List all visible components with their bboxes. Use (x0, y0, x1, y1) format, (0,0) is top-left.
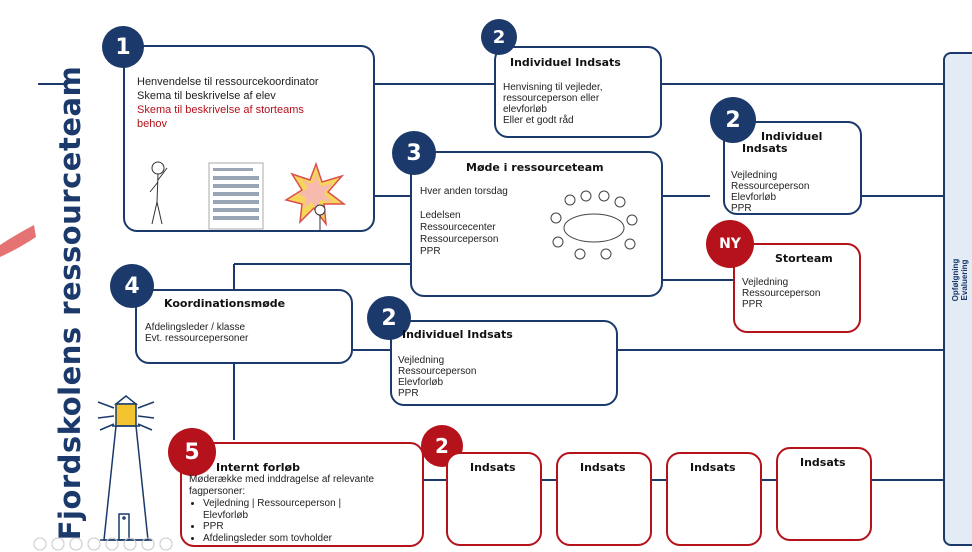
box2b-line-3: Elevforløb (731, 192, 777, 203)
box2a-line-4: Eller et godt råd (503, 115, 574, 126)
grid-icon (87, 537, 101, 551)
next-slide-icon (51, 537, 65, 551)
more-icon (159, 537, 173, 551)
box-coordination-meeting (135, 289, 353, 364)
storteam-title: Storteam (775, 252, 833, 265)
badge-step-2-middle: 2 (367, 296, 411, 340)
box-big-team (733, 243, 861, 333)
box4-line-1: Afdelingsleder / klasse (145, 322, 246, 333)
box5-title: Internt forløb (216, 461, 300, 474)
box2a-title: Individuel Indsats (510, 56, 621, 69)
badge-step-2-top: 2 (481, 19, 517, 55)
storteam-line-2: Ressourceperson (742, 288, 821, 299)
badge-step-2-right: 2 (710, 97, 756, 143)
badge-new: NY (706, 220, 754, 268)
box3-title: Møde i ressourceteam (466, 161, 604, 174)
box2a-line-1: Henvisning til vejleder, (503, 82, 603, 93)
badge-step-1: 1 (102, 26, 144, 68)
zoom-icon (105, 537, 119, 551)
box2c-line-2: Ressourceperson (398, 366, 477, 377)
subtitles-icon (141, 537, 155, 551)
box1-line-1: Henvendelse til ressourcekoordinator (137, 76, 319, 88)
box-internal-course (180, 442, 424, 547)
evaluation-label: Evaluering (960, 259, 969, 301)
red-brush-decoration (0, 225, 36, 257)
box1-red-line-1: Skema til beskrivelse af storteams (137, 104, 304, 116)
box2a-line-2: ressourceperson eller (503, 93, 600, 104)
indsats-box-2-label: Indsats (580, 461, 626, 474)
box2b-title-line-1: Individuel (761, 130, 823, 143)
storteam-line-3: PPR (742, 299, 763, 310)
box2b-line-2: Ressourceperson (731, 181, 810, 192)
box5-bullet-3: Afdelingsleder som tovholder (203, 533, 341, 545)
box2b-line-1: Vejledning (731, 170, 778, 181)
box4-line-2: Evt. ressourcepersoner (145, 333, 249, 344)
box-individual-effort-middle (390, 320, 618, 406)
box5-intro-1: Møderække med inddragelse af relevante (189, 474, 375, 485)
box5-intro-2: fagpersoner: (189, 486, 246, 497)
box5-bullet-1-cont: Elevforløb (203, 509, 249, 521)
followup-label: Opfølgning (951, 258, 960, 302)
box-individual-effort-top (494, 46, 662, 138)
box1-line-2: Skema til beskrivelse af elev (137, 90, 276, 102)
thinking-person-illustration (149, 161, 168, 225)
prev-slide-icon (33, 537, 47, 551)
box2a-line-3: elevforløb (503, 104, 547, 115)
box3-line-1: Hver anden torsdag (420, 186, 508, 197)
box5-bullet-2: PPR (203, 521, 341, 533)
indsats-box-1 (446, 452, 542, 546)
storteam-line-1: Vejledning (742, 277, 789, 288)
box2b-title-line-2: Indsats (742, 142, 788, 155)
box1-red-line-2: behov (137, 118, 167, 130)
indsats-box-3-label: Indsats (690, 461, 736, 474)
badge-step-4: 4 (110, 264, 154, 308)
box3-line-6: PPR (420, 246, 441, 257)
box2b-line-4: PPR (731, 203, 752, 214)
indsats-box-2 (556, 452, 652, 546)
presentation-controls[interactable] (32, 536, 192, 552)
indsats-box-3 (666, 452, 762, 546)
box-resource-team-meeting (410, 151, 663, 297)
indsats-box-4 (776, 447, 872, 541)
box3-line-4: Ressourcecenter (420, 222, 496, 233)
lighthouse-illustration (97, 395, 155, 541)
box4-title: Koordinationsmøde (164, 297, 286, 310)
pointer-icon (123, 537, 137, 551)
vertical-title-text: Fjordskolens ressourceteam (53, 65, 87, 541)
stressed-person-illustration (284, 161, 347, 230)
indsats-box-4-label: Indsats (800, 456, 846, 469)
box3-line-3: Ledelsen (420, 210, 461, 221)
box5-bullet-1: Vejledning | Ressourceperson |Elevforløb (203, 498, 341, 521)
box3-line-5: Ressourceperson (420, 234, 499, 245)
box2c-line-4: PPR (398, 388, 419, 399)
meeting-table-illustration (550, 190, 638, 260)
box2c-line-1: Vejledning (398, 355, 445, 366)
box5-bullets: Vejledning | Ressourceperson |Elevforløb… (189, 498, 341, 544)
followup-panel (943, 52, 972, 546)
form-document-illustration (208, 162, 264, 230)
badge-step-5: 5 (168, 428, 216, 476)
box2c-line-3: Elevforløb (398, 377, 444, 388)
badge-step-3: 3 (392, 131, 436, 175)
box2c-title: Individuel Indsats (402, 328, 513, 341)
indsats-box-1-label: Indsats (470, 461, 516, 474)
pen-icon (69, 537, 83, 551)
